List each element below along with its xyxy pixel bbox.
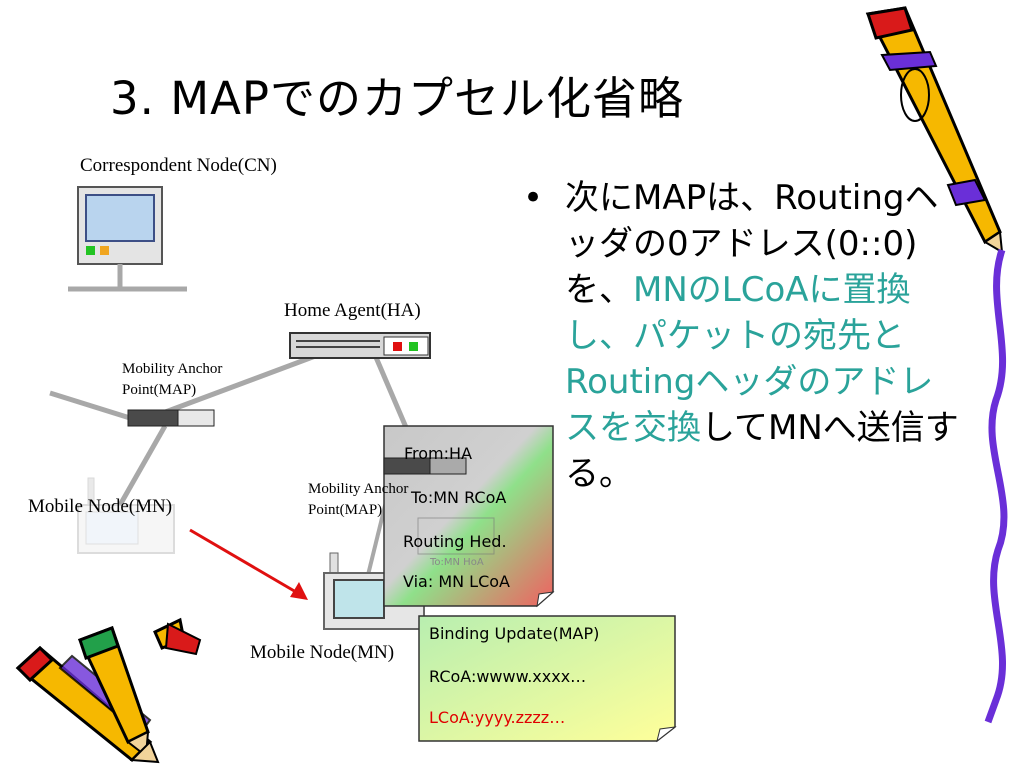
map1-device-icon [127, 409, 215, 427]
ha-label: Home Agent(HA) [284, 300, 421, 321]
packet-routing: Routing Hed. [403, 532, 507, 551]
binding-update-box [418, 615, 677, 743]
mn1-label: Mobile Node(MN) [28, 496, 173, 517]
movement-arrow [189, 528, 308, 600]
packet-inner-to: To:MN HoA [430, 557, 484, 568]
bullet-text-c: してMNへ送信する。 [565, 408, 959, 494]
packet-from: From:HA [404, 444, 473, 463]
map2-device-icon [383, 457, 467, 475]
slide-title: 3. MAPでのカプセル化省略 [110, 72, 684, 125]
binding-update-lcoa: LCoA:yyyy.zzzz… [429, 708, 566, 727]
mn2-label: Mobile Node(MN) [250, 642, 395, 663]
bullet-text-highlight: MNのLCoAに置換し、パケットの宛先とRoutingヘッダのアドレスを交換 [565, 270, 934, 448]
cn-label: Correspondent Node(CN) [80, 155, 277, 176]
packet-via: Via: MN LCoA [403, 572, 510, 591]
binding-update-title: Binding Update(MAP) [429, 624, 600, 643]
bullet-text-a: 次にMAPは、Routingヘッダの0アドレス(0::0)を、 [565, 178, 939, 310]
packet-to: To:MN RCoA [411, 488, 507, 507]
squiggle-decoration [984, 248, 1008, 724]
bullet-text: 次にMAPは、Routingヘッダの0アドレス(0::0)を、MNのLCoAに置… [565, 175, 965, 497]
pencils-bottom-left-icon [15, 617, 202, 764]
binding-update-rcoa: RCoA:wwww.xxxx… [429, 667, 587, 686]
cn-computer-icon [68, 186, 187, 292]
map1-label-line2: Point(MAP) [122, 382, 197, 398]
mn1-device-icon [77, 477, 175, 554]
map1-mn-link [117, 424, 168, 507]
ha-router-icon [289, 332, 431, 359]
map1-label-line1: Mobility Anchor [122, 361, 223, 377]
map1-ha-link [159, 352, 319, 417]
map1-left-link [49, 390, 131, 421]
map2-label-line2: Point(MAP) [308, 502, 383, 518]
pencil-top-right-icon [865, 6, 1004, 254]
map2-label-line1: Mobility Anchor [308, 481, 409, 497]
bullet-marker: • [523, 178, 544, 218]
